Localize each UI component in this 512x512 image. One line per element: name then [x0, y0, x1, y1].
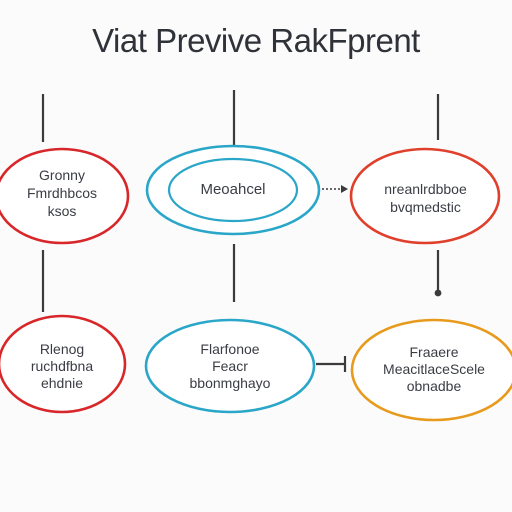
node-ellipse-bottom-left[interactable]	[0, 314, 127, 414]
diagram-title: Viat Previve RakFprent	[92, 22, 420, 59]
node-label-bottom-right: Fraaere MeacitlaceScele obnadbe	[383, 344, 485, 394]
node-ellipse-top-left[interactable]	[0, 147, 130, 245]
node-label-top-right: nreanlrdbboe bvqmedstic	[384, 181, 467, 215]
node-ellipse-top-right[interactable]	[349, 147, 501, 245]
node-ellipse-bottom-center[interactable]	[144, 318, 316, 414]
connector-right-end-dot	[434, 289, 442, 297]
node-ellipse-top-center-inner	[167, 157, 299, 223]
node-label-top-center: Meoahcel	[200, 181, 266, 198]
node-label-top-left: Gronny Fmrdhbcos ksos	[26, 167, 98, 219]
node-ellipse-bottom-right[interactable]	[350, 318, 512, 422]
arrow-top-head	[341, 185, 348, 193]
node-label-bottom-left: Rlenog ruchdfbna ehdnie	[30, 341, 94, 391]
node-label-bottom-center: Flarfonoe Feacr bbonmghayo	[189, 341, 271, 391]
